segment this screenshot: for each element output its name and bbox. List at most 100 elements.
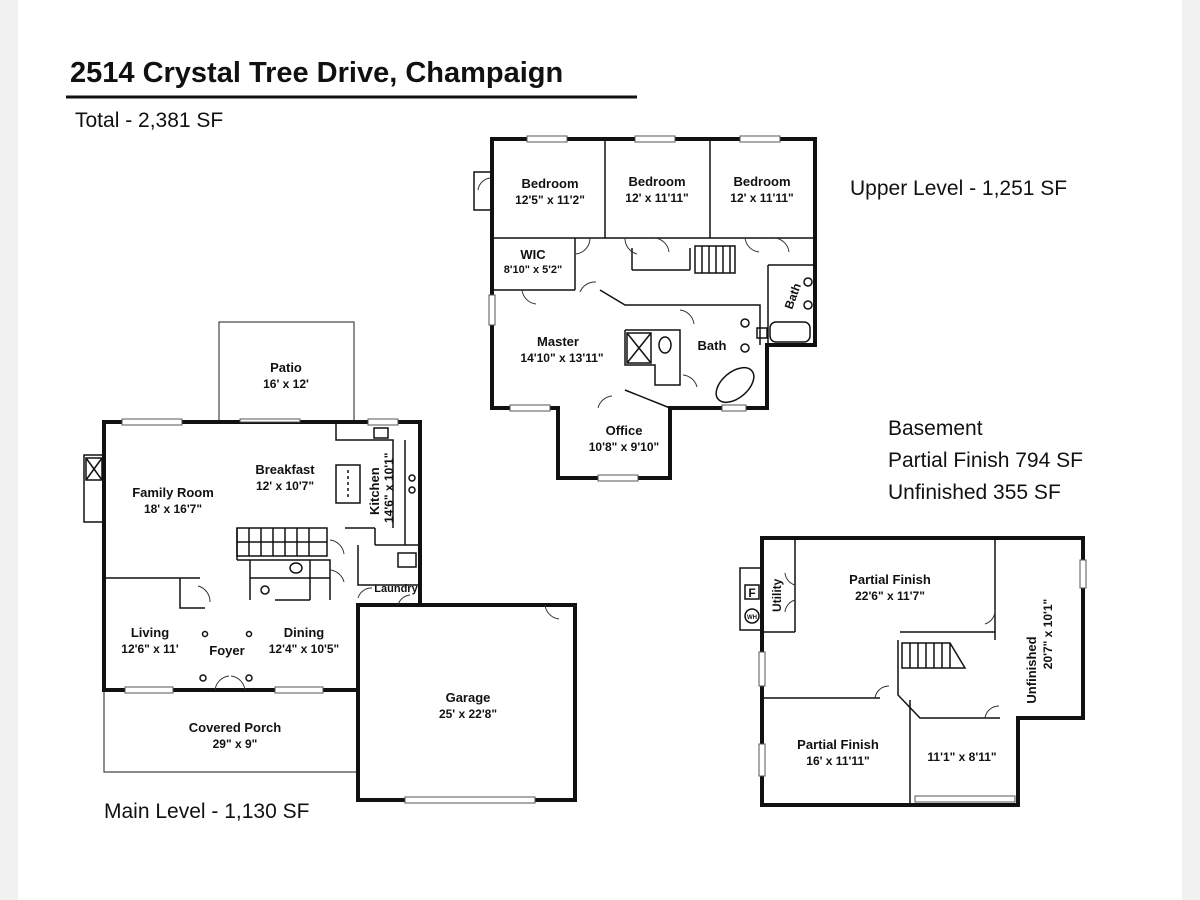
furnace-icon	[744, 584, 760, 600]
room-name: Utility	[770, 578, 784, 612]
room-name: Kitchen	[367, 467, 382, 515]
room-dims: 20'7" x 10'1"	[1041, 599, 1055, 669]
room-dims: 12'5" x 11'2"	[515, 193, 585, 207]
door	[654, 237, 670, 253]
door	[597, 395, 613, 409]
room-dims: 11'1" x 8'11"	[927, 750, 996, 764]
room-name: Breakfast	[255, 462, 315, 477]
stove-icon	[408, 486, 416, 494]
sink-icon	[373, 427, 389, 439]
room-name: Master	[537, 334, 579, 349]
upper-level-label: Upper Level - 1,251 SF	[850, 177, 1067, 200]
window	[597, 474, 639, 482]
upper-stairs	[694, 245, 736, 274]
window	[509, 404, 551, 412]
room-dims: 22'6" x 11'7"	[855, 589, 925, 603]
door	[984, 609, 996, 625]
light-icon	[199, 674, 207, 682]
room-name: Bedroom	[733, 174, 790, 189]
main-stairs	[236, 527, 328, 557]
toilet-icon	[289, 562, 303, 574]
room-name: Dining	[284, 625, 324, 640]
front-door	[230, 675, 246, 691]
door	[874, 685, 890, 699]
door	[579, 281, 597, 293]
basement-label: Basement	[888, 417, 983, 440]
room-name: Foyer	[209, 643, 244, 658]
shower-icon	[626, 332, 652, 364]
room-name: Bedroom	[628, 174, 685, 189]
door	[784, 599, 796, 613]
basement-stairs	[901, 642, 967, 669]
room-name: Patio	[270, 360, 302, 375]
light-icon	[245, 630, 253, 638]
door	[329, 539, 345, 555]
porch-outline	[103, 690, 358, 773]
room-dims: 18' x 16'7"	[144, 502, 202, 516]
water-heater-icon	[744, 608, 760, 624]
room-name: Bath	[698, 338, 727, 353]
upper-level-plan: Bedroom 12'5" x 11'2" Bedroom 12' x 11'1…	[473, 135, 817, 482]
door	[575, 237, 591, 255]
door	[784, 572, 796, 586]
room-name: WIC	[520, 247, 546, 262]
bathtub-icon	[769, 321, 811, 343]
room-dims: 12' x 11'11"	[625, 191, 688, 205]
kitchen-counter	[335, 422, 394, 528]
door	[397, 594, 411, 606]
window	[739, 135, 781, 143]
room-name: Family Room	[132, 485, 214, 500]
garage-door	[404, 796, 536, 804]
window	[758, 743, 766, 777]
room-dims: 8'10" x 5'2"	[504, 264, 562, 276]
window	[758, 651, 766, 687]
door	[521, 289, 537, 305]
property-title: 2514 Crystal Tree Drive, Champaign	[70, 57, 563, 89]
sink-icon	[260, 585, 270, 595]
room-name: Unfinished	[1024, 636, 1039, 703]
window	[914, 795, 1016, 803]
main-level-plan: Patio 16' x 12' Family Room 18' x 16'7" …	[83, 321, 577, 804]
room-name: Partial Finish	[797, 737, 879, 752]
door	[197, 585, 211, 603]
room-name: Covered Porch	[189, 720, 282, 735]
door	[544, 604, 560, 620]
door	[357, 587, 373, 599]
room-name: Bath	[782, 281, 804, 311]
room-name: Garage	[446, 690, 491, 705]
room-name: Office	[606, 423, 643, 438]
floor-plan-sheet	[18, 0, 1182, 900]
basement-unfinished-area: Unfinished 355 SF	[888, 481, 1061, 504]
light-icon	[201, 630, 209, 638]
total-area: Total - 2,381 SF	[75, 109, 223, 132]
room-dims: 16' x 12'	[263, 377, 309, 391]
window	[121, 418, 183, 426]
window	[526, 135, 568, 143]
room-dims: 12' x 11'11"	[730, 191, 793, 205]
door	[682, 374, 698, 388]
window	[124, 686, 174, 694]
room-dims: 14'6" x 10'1"	[382, 453, 396, 523]
fireplace-icon	[83, 454, 105, 523]
door	[774, 237, 790, 253]
window	[367, 418, 399, 426]
sink-icon	[740, 343, 750, 353]
room-dims: 10'8" x 9'10"	[589, 440, 659, 454]
basement-plan: F WH Partial Finish 22'6" x 1	[739, 536, 1087, 807]
front-door	[214, 675, 230, 691]
room-dims: 16' x 11'11"	[806, 754, 869, 768]
garage-wall	[356, 603, 577, 802]
door	[679, 309, 695, 325]
stove-icon	[408, 474, 416, 482]
room-dims: 14'10" x 13'11"	[520, 351, 603, 365]
door	[744, 237, 760, 253]
patio-door	[239, 418, 301, 423]
room-name: Laundry	[374, 583, 418, 595]
washer-icon	[397, 552, 417, 568]
window	[721, 404, 747, 412]
toilet-icon	[658, 336, 672, 354]
main-level-label: Main Level - 1,130 SF	[104, 800, 309, 823]
window	[488, 294, 496, 326]
room-dims: 12'6" x 11'	[121, 642, 179, 656]
room-name: Bedroom	[521, 176, 578, 191]
